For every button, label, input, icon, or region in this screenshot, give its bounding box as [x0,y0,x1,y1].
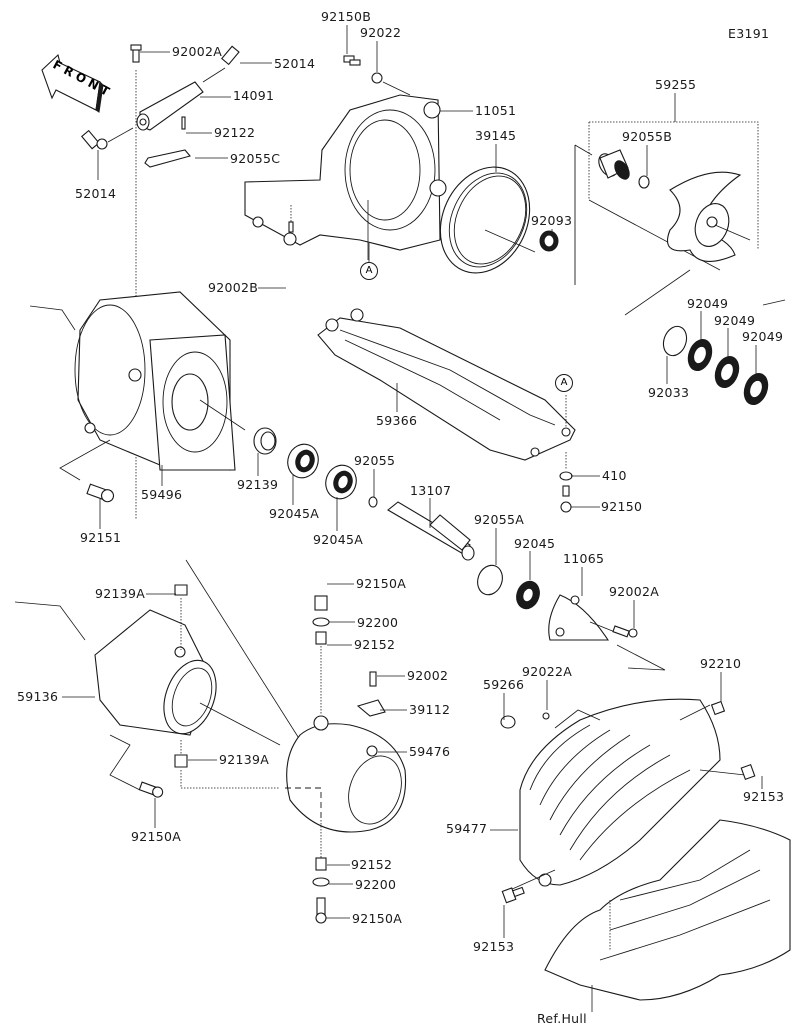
intake-grate-59477 [500,698,756,904]
drive-shaft-13107 [387,501,540,610]
seals-92049 [662,325,769,405]
part-label-92200-bot[interactable]: 92200 [355,877,397,892]
ref-hull-label: Ref.Hull [537,1011,587,1026]
part-label-92045a-1[interactable]: 92045A [269,506,320,521]
part-label-39112[interactable]: 39112 [409,702,451,717]
part-label-92055b[interactable]: 92055B [622,129,673,144]
part-label-92002a-top[interactable]: 92002A [172,44,223,59]
part-label-92150a-bot[interactable]: 92150A [352,911,403,926]
ref-marker-a-top: A [360,262,378,280]
part-label-92153-bot[interactable]: 92153 [473,939,515,954]
part-label-11065[interactable]: 11065 [563,551,605,566]
part-label-59266[interactable]: 59266 [483,677,525,692]
pump-case-59496 [29,291,246,481]
part-label-410[interactable]: 410 [602,468,627,483]
liner-39145 [439,166,559,274]
valve-assembly-14091 [81,44,240,520]
part-label-11051[interactable]: 11051 [475,103,517,118]
part-label-92049-2[interactable]: 92049 [714,313,756,328]
part-label-92093[interactable]: 92093 [531,213,573,228]
part-label-92002a-mid[interactable]: 92002A [609,584,660,599]
part-label-92139a-top[interactable]: 92139A [95,586,146,601]
pump-cover-11051 [244,55,447,260]
ref-marker-a-plate: A [555,374,573,392]
part-label-92151[interactable]: 92151 [80,530,122,545]
part-label-52014-top[interactable]: 52014 [274,56,316,71]
front-arrow-icon [41,53,104,113]
part-label-59255[interactable]: 59255 [655,77,697,92]
part-label-92045[interactable]: 92045 [514,536,556,551]
part-label-14091[interactable]: 14091 [233,88,275,103]
part-label-92049-3[interactable]: 92049 [742,329,784,344]
part-label-92045a-2[interactable]: 92045A [313,532,364,547]
part-label-59366[interactable]: 59366 [376,413,418,428]
part-label-92152-bot[interactable]: 92152 [351,857,393,872]
part-label-13107[interactable]: 13107 [410,483,452,498]
part-label-92055[interactable]: 92055 [354,453,396,468]
part-label-92150[interactable]: 92150 [601,499,643,514]
diagram-code: E3191 [728,26,770,41]
part-label-39145[interactable]: 39145 [475,128,517,143]
nozzle-59136 [14,559,301,798]
part-label-59477[interactable]: 59477 [446,821,488,836]
part-label-92139a-bot[interactable]: 92139A [219,752,270,767]
part-label-59476[interactable]: 59476 [409,744,451,759]
part-label-92150b[interactable]: 92150B [321,9,372,24]
part-label-92210[interactable]: 92210 [700,656,742,671]
impeller-59255 [574,121,786,316]
part-label-92022a[interactable]: 92022A [522,664,573,679]
part-label-92139[interactable]: 92139 [237,477,279,492]
ride-plate-59366 [317,308,576,513]
part-label-92002b[interactable]: 92002B [208,280,259,295]
part-label-52014-left[interactable]: 52014 [75,186,117,201]
reverse-bucket-59476 [285,595,407,924]
part-label-92022[interactable]: 92022 [360,25,402,40]
hull-reference [544,819,791,1012]
part-label-92122[interactable]: 92122 [214,125,256,140]
cone-11065 [548,594,666,671]
part-label-92153-right[interactable]: 92153 [743,789,785,804]
part-label-59496[interactable]: 59496 [141,487,183,502]
part-label-92002[interactable]: 92002 [407,668,449,683]
part-label-92150a-top[interactable]: 92150A [356,576,407,591]
part-label-92049-1[interactable]: 92049 [687,296,729,311]
part-label-92055c[interactable]: 92055C [230,151,281,166]
part-label-92055a[interactable]: 92055A [474,512,525,527]
part-label-92152-top[interactable]: 92152 [354,637,396,652]
part-label-92033[interactable]: 92033 [648,385,690,400]
bearings-row [86,427,378,508]
part-label-92200-top[interactable]: 92200 [357,615,399,630]
part-label-92150a-left[interactable]: 92150A [131,829,182,844]
part-label-59136[interactable]: 59136 [17,689,59,704]
